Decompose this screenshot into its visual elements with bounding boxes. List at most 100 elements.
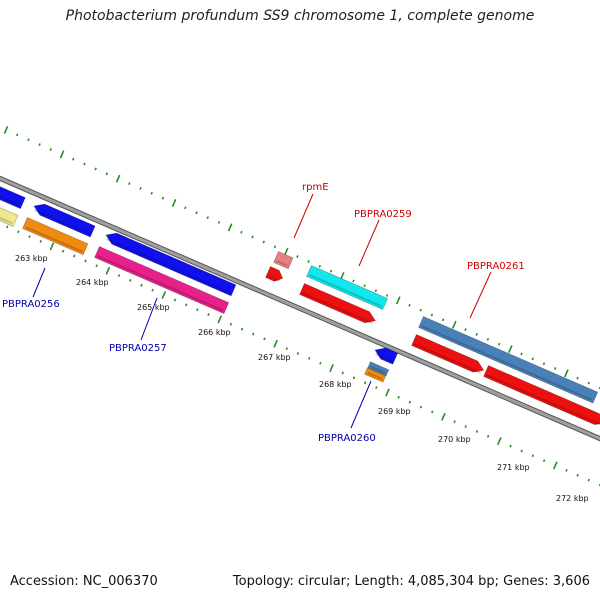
gene-feature[interactable] — [299, 283, 376, 324]
scale-label: 267 kbp — [258, 353, 291, 362]
minor-tick — [5, 225, 9, 229]
minor-tick — [61, 249, 65, 253]
minor-tick — [509, 444, 512, 448]
major-tick — [59, 150, 65, 159]
leader-line — [358, 219, 380, 267]
minor-tick — [184, 206, 187, 210]
major-tick — [227, 223, 233, 232]
minor-tick — [296, 352, 300, 355]
minor-tick — [319, 361, 322, 365]
gene-label-rpme[interactable]: rpmE — [302, 182, 329, 193]
major-tick — [171, 199, 177, 208]
minor-tick — [329, 269, 333, 273]
minor-tick — [84, 259, 87, 263]
gene-shade — [414, 343, 481, 374]
major-tick — [3, 126, 9, 134]
scale-label: 271 kbp — [497, 463, 530, 472]
minor-tick — [240, 327, 244, 331]
scale-label: 266 kbp — [198, 328, 231, 337]
gene-feature[interactable] — [0, 182, 26, 210]
accession-text: Accession: NC_006370 — [10, 574, 158, 589]
minor-tick — [151, 288, 154, 292]
gene-feature[interactable] — [483, 365, 600, 425]
gene-feature[interactable] — [94, 246, 230, 315]
gene-feature[interactable] — [0, 203, 19, 227]
minor-tick — [486, 337, 490, 341]
gene-label-pbpra0260[interactable]: PBPRA0260 — [318, 433, 376, 444]
gene-shade — [97, 255, 224, 312]
minor-tick — [542, 362, 546, 366]
minor-tick — [49, 148, 53, 151]
minor-tick — [352, 376, 356, 380]
minor-tick — [39, 240, 42, 243]
gene-shade — [34, 209, 90, 235]
minor-tick — [129, 279, 132, 282]
minor-tick — [441, 318, 445, 322]
leader-line — [32, 267, 46, 298]
minor-tick — [285, 347, 289, 351]
minor-tick — [263, 337, 266, 341]
gene-shade — [367, 371, 383, 380]
minor-tick — [475, 333, 478, 336]
gene-feature-rpme[interactable] — [273, 251, 294, 270]
minor-tick — [497, 342, 501, 346]
gene-feature-pbpra0259[interactable] — [306, 265, 388, 310]
minor-tick — [464, 328, 467, 332]
gene-shade — [25, 226, 83, 253]
gene-feature-pbpra0260[interactable] — [374, 347, 398, 365]
minor-tick — [363, 284, 366, 288]
gene-shade — [268, 275, 280, 282]
minor-tick — [296, 255, 299, 258]
gene-feature-pbpra0261[interactable] — [418, 316, 599, 404]
gene-feature[interactable] — [411, 334, 485, 373]
minor-tick — [105, 172, 109, 176]
gene-shade — [106, 238, 231, 294]
major-tick — [273, 339, 278, 348]
gene-feature[interactable] — [33, 203, 96, 238]
label-leader-lines — [32, 193, 492, 429]
genome-stats-text: Topology: circular; Length: 4,085,304 bp… — [232, 574, 590, 589]
minor-tick — [397, 395, 400, 399]
minor-tick — [375, 386, 378, 390]
minor-tick — [431, 410, 434, 414]
minor-tick — [419, 405, 423, 409]
scale-label: 272 kbp — [556, 494, 589, 503]
major-tick — [115, 174, 121, 183]
major-tick — [283, 247, 289, 256]
minor-tick — [385, 294, 389, 297]
major-tick — [441, 412, 446, 421]
major-tick — [497, 437, 502, 446]
scale-labels: 263 kbp 264 kbp 265 kbp 266 kbp 267 kbp … — [15, 254, 589, 503]
gene-label-pbpra0257[interactable]: PBPRA0257 — [109, 343, 167, 354]
minor-tick — [430, 313, 434, 317]
minor-tick — [531, 454, 535, 458]
leader-line — [293, 193, 314, 239]
minor-tick — [73, 254, 76, 258]
gene-shade — [309, 274, 383, 308]
gene-label-pbpra0261[interactable]: PBPRA0261 — [467, 261, 525, 272]
minor-tick — [419, 308, 422, 312]
minor-tick — [196, 308, 199, 312]
minor-tick — [229, 322, 233, 326]
minor-tick — [262, 240, 265, 244]
gene-label-pbpra0259[interactable]: PBPRA0259 — [354, 209, 412, 220]
minor-tick — [341, 371, 344, 375]
minor-tick — [352, 279, 355, 283]
gene-feature[interactable] — [22, 217, 89, 256]
minor-tick — [587, 381, 591, 385]
gene-shade — [302, 292, 373, 325]
minor-tick — [83, 162, 86, 166]
gene-label-pbpra0256[interactable]: PBPRA0256 — [2, 299, 60, 310]
map-title: Photobacterium profundum SS9 chromosome … — [65, 8, 535, 24]
gene-shade — [0, 195, 21, 207]
gene-feature[interactable] — [265, 266, 284, 282]
major-tick — [552, 461, 558, 470]
gene-feature[interactable] — [364, 367, 387, 383]
major-tick — [564, 369, 569, 378]
minor-tick — [117, 274, 121, 277]
scale-label: 264 kbp — [76, 278, 109, 287]
gene-feature[interactable] — [105, 232, 237, 297]
major-tick — [385, 388, 390, 397]
